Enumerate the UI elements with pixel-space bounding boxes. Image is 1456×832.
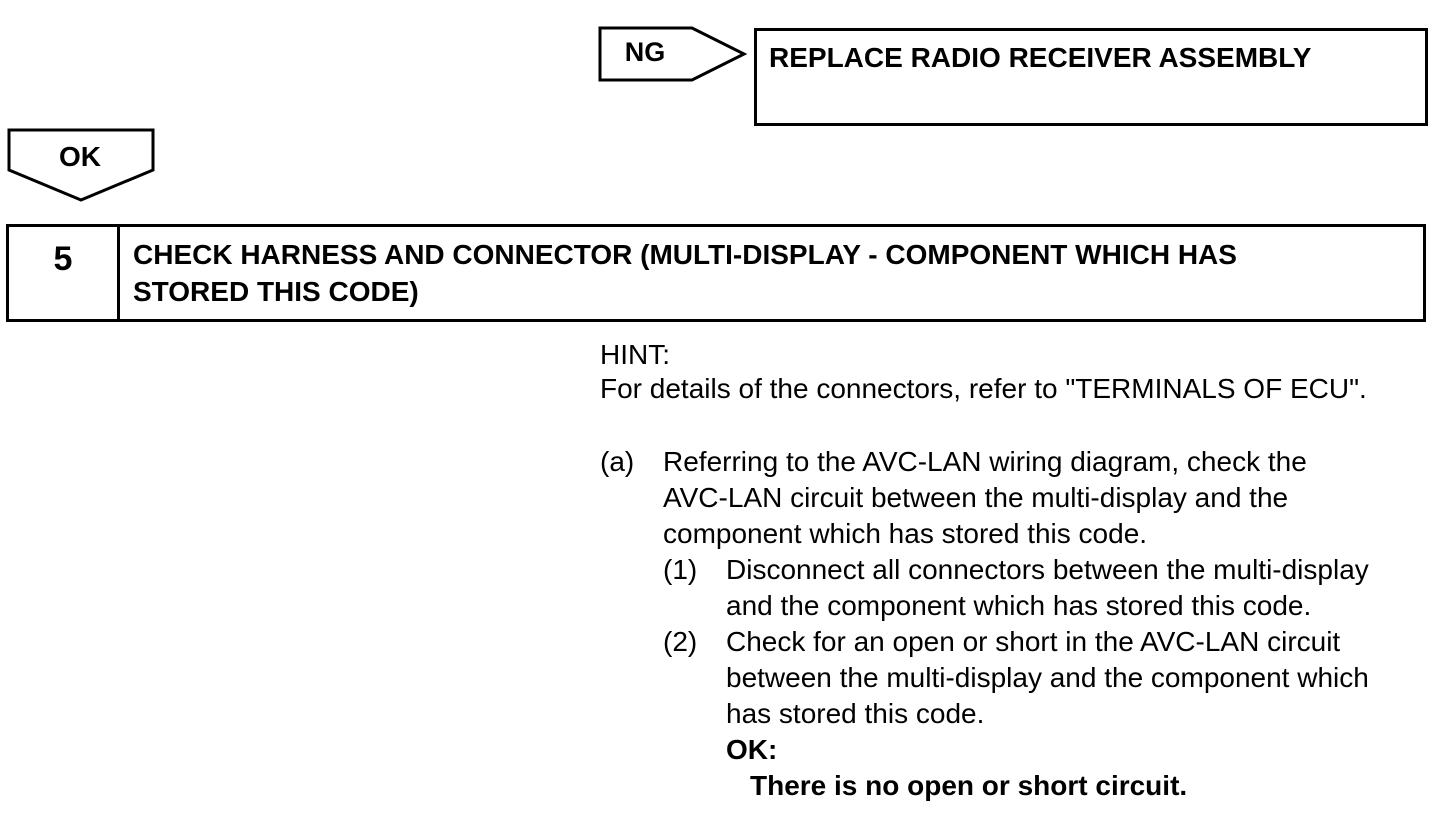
step-title-line: STORED THIS CODE) [133,276,419,307]
procedure-line: component which has stored this code. [663,518,1148,549]
substep-text-2: Check for an open or short in the AVC-LA… [726,624,1369,732]
procedure-line: Check for an open or short in the AVC-LA… [726,626,1341,657]
substep-marker-1: (1) [663,554,698,585]
procedure-line: between the multi-display and the compon… [726,662,1369,693]
ng-arrow-icon [598,26,748,82]
procedure-line: Referring to the AVC-LAN wiring diagram,… [663,446,1307,477]
procedure-line: AVC-LAN circuit between the multi-displa… [663,482,1289,513]
procedure-text-a: Referring to the AVC-LAN wiring diagram,… [663,444,1307,552]
ok-arrow-icon [7,128,155,202]
ng-label: NG [624,37,666,67]
ng-action-text: REPLACE RADIO RECEIVER ASSEMBLY [769,42,1312,73]
step-title-line: CHECK HARNESS AND CONNECTOR (MULTI-DISPL… [133,239,1237,270]
step-title: CHECK HARNESS AND CONNECTOR (MULTI-DISPL… [120,227,1237,319]
result-text: There is no open or short circuit. [750,770,1188,801]
procedure-line: and the component which has stored this … [726,590,1312,621]
substep-text-1: Disconnect all connectors between the mu… [726,552,1369,624]
procedure-line: Disconnect all connectors between the mu… [726,554,1369,585]
ng-action-box: REPLACE RADIO RECEIVER ASSEMBLY [754,28,1428,126]
step-header: 5 CHECK HARNESS AND CONNECTOR (MULTI-DIS… [6,224,1426,322]
ok-label: OK [59,141,101,172]
procedure-line: has stored this code. [726,698,985,729]
hint-text: For details of the connectors, refer to … [600,373,1367,404]
substep-marker-2: (2) [663,626,698,657]
result-label: OK: [726,734,778,765]
hint-label: HINT: [600,339,670,370]
step-number: 5 [9,227,120,319]
procedure-marker-a: (a) [600,446,635,477]
